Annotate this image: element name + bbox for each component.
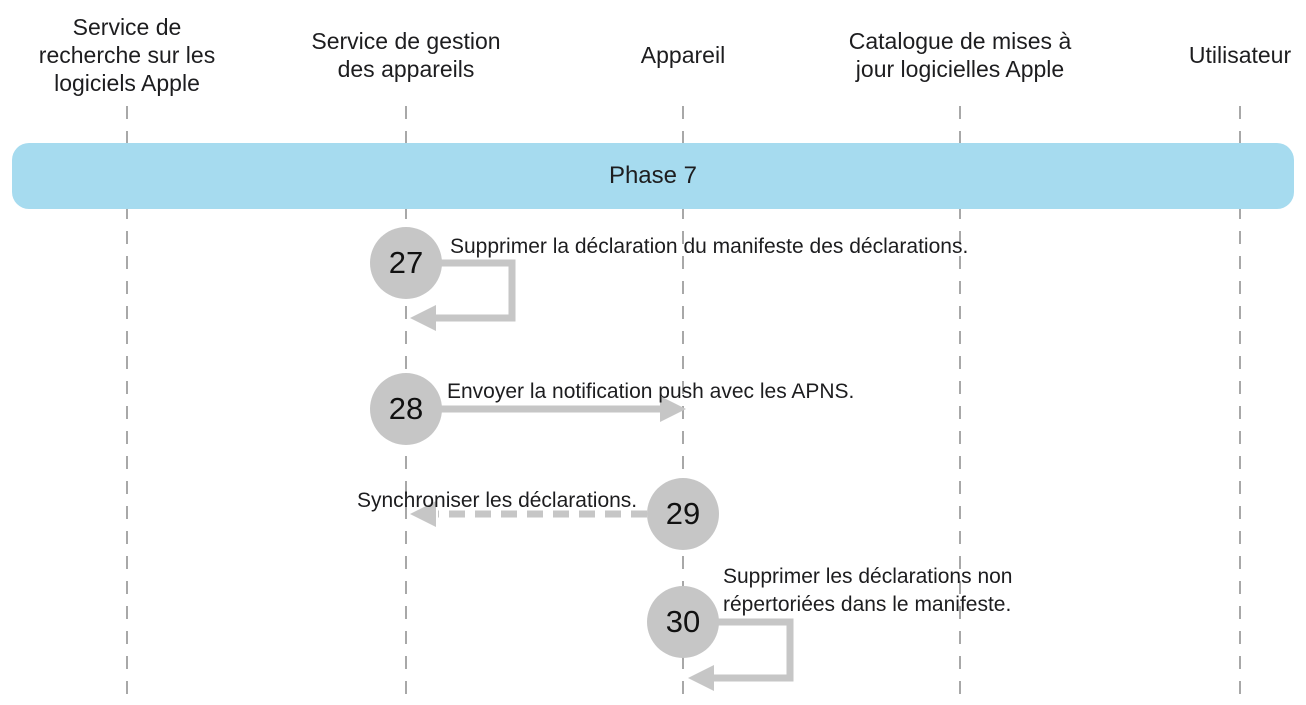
step-29-label: Synchroniser les déclarations. [357, 489, 638, 512]
step-number: 30 [665, 604, 701, 639]
actor-device: Appareil [593, 6, 773, 104]
phase-banner-label: Phase 7 [608, 162, 698, 189]
actor-label: Catalogue de mises à jour logicielles Ap… [848, 28, 1072, 82]
step-number: 27 [388, 245, 424, 280]
phase-banner: Phase 7 [12, 143, 1294, 209]
step-27-self-loop-arrow [406, 259, 516, 331]
actor-software-lookup-service: Service de recherche sur les logiciels A… [27, 6, 227, 104]
step-number: 29 [665, 496, 701, 531]
step-27-label: Supprimer la déclaration du manifeste de… [450, 235, 969, 258]
actor-user: Utilisateur [1160, 6, 1306, 104]
step-number: 28 [388, 391, 424, 426]
step-30-label: Supprimer les déclarations non répertori… [723, 565, 1013, 616]
actor-label: Appareil [640, 42, 726, 68]
step-30-self-loop-arrow [683, 618, 794, 691]
actor-label: Service de gestion des appareils [311, 28, 501, 82]
actor-label: Service de recherche sur les logiciels A… [38, 14, 216, 96]
step-28-circle: 28 [370, 373, 442, 445]
step-29-circle: 29 [647, 478, 719, 550]
step-28-solid-arrow [406, 396, 686, 422]
actor-device-management-service: Service de gestion des appareils [306, 6, 506, 104]
step-29-dashed-arrow [410, 501, 647, 527]
actor-label: Utilisateur [1188, 42, 1292, 68]
step-27-circle: 27 [370, 227, 442, 299]
step-28-label: Envoyer la notification push avec les AP… [447, 380, 855, 403]
step-30-circle: 30 [647, 586, 719, 658]
actor-software-update-catalog: Catalogue de mises à jour logicielles Ap… [843, 6, 1078, 104]
